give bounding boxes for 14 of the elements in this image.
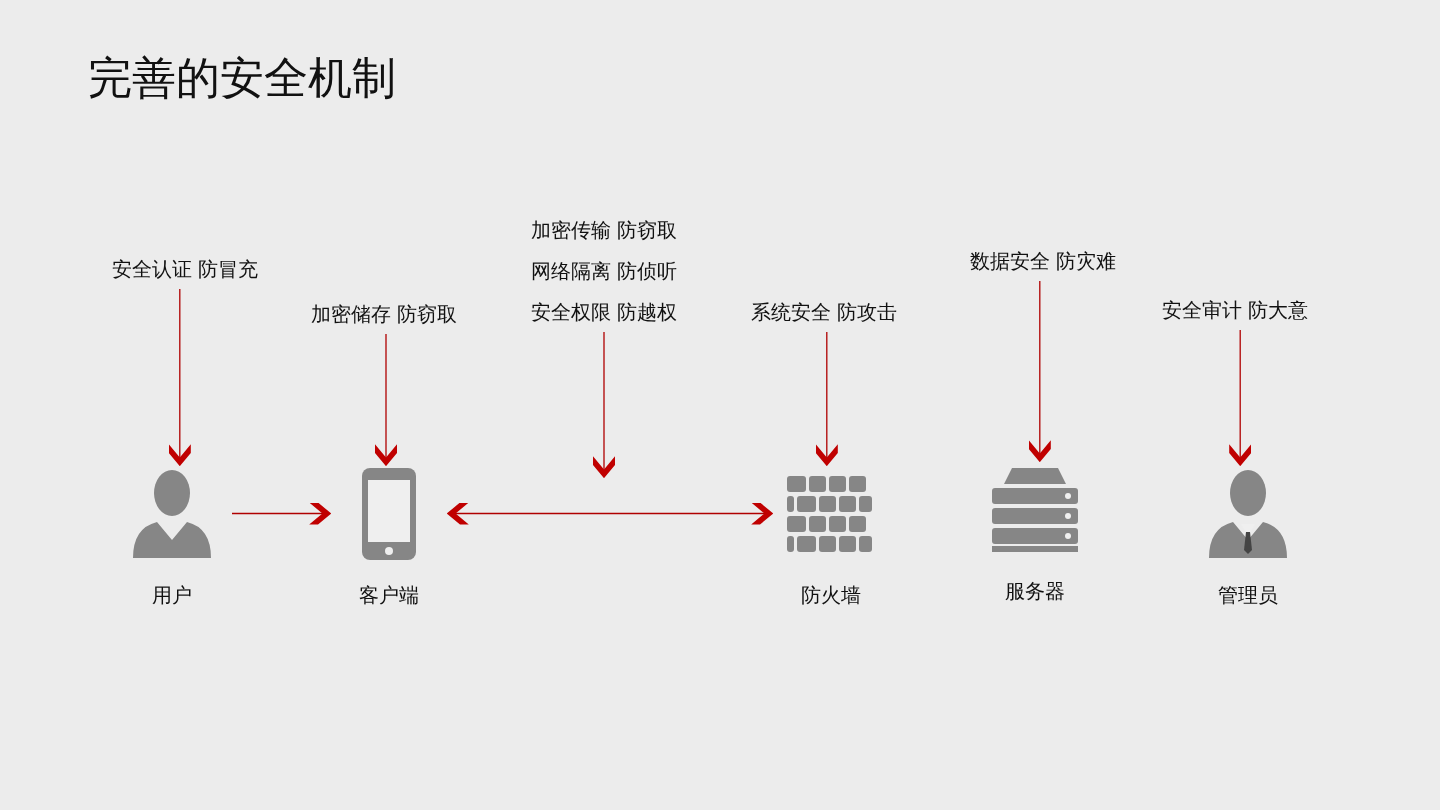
annotation-text: 安全审计 防大意 — [1161, 297, 1309, 324]
node-label: 用户 — [152, 583, 192, 608]
annotation-text: 加密储存 防窃取 — [310, 301, 458, 328]
title: 完善的安全机制 — [88, 51, 396, 105]
node-label: 服务器 — [1005, 579, 1065, 604]
node-label: 客户端 — [359, 583, 419, 608]
annotation-text: 系统安全 防攻击 — [750, 299, 898, 326]
annotation-text: 数据安全 防灾难 — [969, 248, 1117, 275]
annotation-text: 网络隔离 防侦听 — [530, 258, 678, 285]
node-label: 防火墙 — [801, 583, 861, 608]
annotation-text: 安全认证 防冒充 — [111, 256, 259, 283]
node-label: 管理员 — [1218, 583, 1278, 608]
annotation-text: 加密传输 防窃取 — [530, 217, 678, 244]
annotation-text: 安全权限 防越权 — [530, 299, 678, 326]
